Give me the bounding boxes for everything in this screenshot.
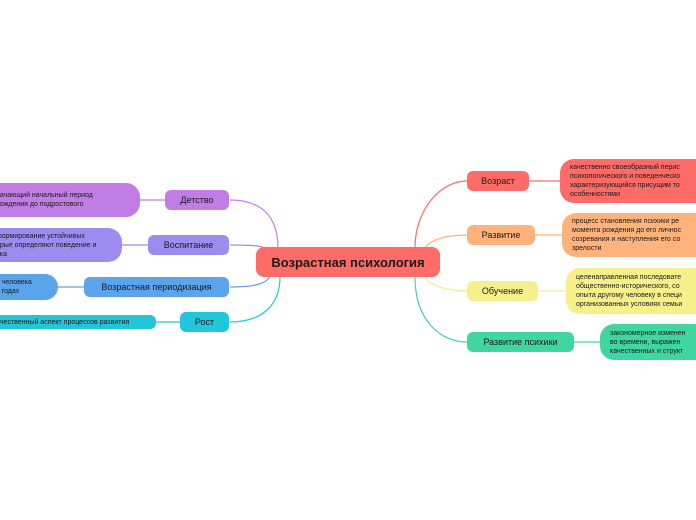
desc-vozrast-line-2: психологического и поведенческо: [570, 173, 681, 180]
central-topic[interactable]: Возрастная психология: [256, 247, 440, 277]
desc-rost-line-1: ичественный аспект процессов развития: [0, 318, 130, 326]
link-central-vozrast: [414, 180, 468, 249]
topic-razvitie-psihiki[interactable]: Развитие психики: [467, 332, 574, 352]
topic-rost[interactable]: Рост: [180, 312, 229, 332]
desc-periodizaciya-line-1: а человека: [0, 279, 32, 286]
link-central-razvitie: [424, 234, 468, 249]
desc-vozrastnaya-periodizaciya[interactable]: а человека в годах: [0, 274, 58, 300]
desc-vospitanie-line-1: формирование устойчивых: [0, 232, 85, 240]
desc-vospitanie-line-2: орые определяют поведение и: [0, 241, 97, 249]
desc-vospitanie[interactable]: формирование устойчивых орые определяют …: [0, 228, 122, 262]
desc-razvitie-psihiki-line-1: закономерное изменен: [610, 329, 686, 337]
link-central-periodizaciya: [229, 275, 271, 288]
desc-detstvo-line-2: рождения до подростового: [0, 201, 84, 208]
desc-vozrast-line-3: характеризующийся присущим то: [570, 182, 680, 189]
topic-vozrastnaya-periodizaciya[interactable]: Возрастная периодизация: [84, 277, 229, 297]
desc-razvitie-psihiki[interactable]: закономерное изменен во времени, выражен…: [600, 324, 696, 360]
desc-obuchenie-line-4: организованных условиях семьи: [576, 301, 683, 308]
desc-obuchenie-line-1: целенаправленная последовате: [576, 274, 682, 281]
link-central-razvitie-psihiki: [414, 276, 468, 343]
desc-obuchenie[interactable]: целенаправленная последовате общественно…: [566, 268, 696, 314]
desc-razvitie-psihiki-line-3: качественных и структ: [610, 347, 684, 355]
desc-obuchenie-line-3: опыта другому человеку в специ: [576, 292, 682, 299]
desc-razvitie-line-2: момента рождения до его личнос: [572, 227, 682, 234]
topic-razvitie[interactable]: Развитие: [467, 225, 535, 245]
desc-razvitie-line-1: процесс становления психики ре: [572, 218, 679, 225]
desc-razvitie-psihiki-line-2: во времени, выражен: [610, 338, 681, 346]
desc-razvitie[interactable]: процесс становления психики ре момента р…: [562, 213, 696, 257]
link-central-rost: [229, 276, 281, 323]
link-central-detstvo: [229, 199, 279, 249]
topic-detstvo[interactable]: Детство: [165, 190, 229, 210]
desc-detstvo-line-1: начающий начальный период: [0, 192, 93, 199]
desc-vozrast[interactable]: качественно своеобразный перис психологи…: [560, 159, 696, 203]
desc-obuchenie-line-2: общественно-исторического, со: [576, 283, 680, 290]
desc-vozrast-line-1: качественно своеобразный перис: [570, 164, 680, 171]
topic-vospitanie[interactable]: Воспитание: [148, 235, 229, 255]
desc-razvitie-line-4: зрелости: [572, 245, 602, 252]
desc-periodizaciya-line-2: в годах: [0, 288, 20, 295]
desc-vozrast-line-4: особенностями: [570, 191, 621, 198]
topic-obuchenie[interactable]: Обучение: [467, 281, 538, 301]
desc-razvitie-line-3: созревания и наступления его со: [572, 236, 681, 243]
desc-rost[interactable]: ичественный аспект процессов развития: [0, 315, 156, 329]
desc-vospitanie-line-3: ека: [0, 250, 8, 258]
link-central-obuchenie: [424, 276, 468, 292]
desc-detstvo[interactable]: начающий начальный период рождения до по…: [0, 183, 140, 217]
topic-vozrast[interactable]: Возраст: [467, 171, 529, 191]
